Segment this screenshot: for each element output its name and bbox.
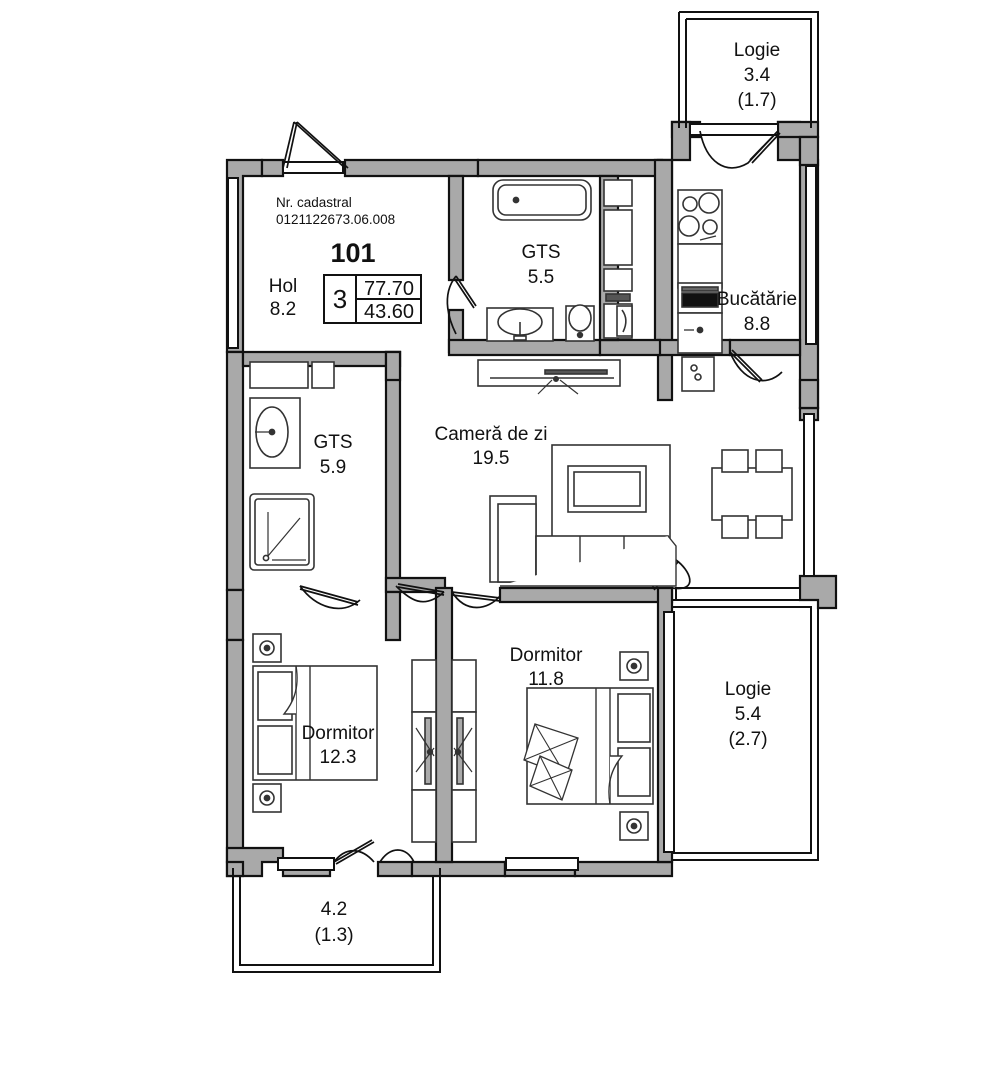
wardrobe1-icon [411,659,437,843]
room-label-gts-bath2: GTS [313,432,352,453]
balcony-coef-logie-right: (2.7) [728,729,767,750]
kitchen-sink-icon [677,312,723,354]
apartment-number: 101 [330,238,375,268]
kitchen-counter-icon [677,243,723,289]
room-label-gts-bath1: GTS [521,242,560,263]
balcony-area-bottom: 4.2 [321,899,347,920]
cooktop-icon [677,189,723,245]
balcony-area-logie-right: 5.4 [735,704,762,725]
furniture-fixtures [249,179,793,843]
apartment-info-box [323,274,422,324]
room-area-dormitor2: 11.8 [528,669,564,690]
room-area-dormitor1: 12.3 [320,747,357,768]
bed2-icon [523,687,654,805]
bathtub-icon [492,179,592,221]
balcony-area-logie-top: 3.4 [744,65,771,86]
balcony-label-logie-right: Logie [725,679,772,700]
bed1-icon [252,665,378,781]
cadastral-label: Nr. cadastral [276,195,352,210]
tv-unit-icon [551,444,671,546]
dining-table-icon [711,449,793,539]
wardrobe2-icon [451,659,477,843]
windows [227,123,817,871]
door-swings [282,121,783,865]
room-label-hol: Hol [269,276,298,297]
room-label-bucatarie: Bucătărie [717,289,797,310]
dishwasher-icon [681,356,715,392]
washbasin-icon [486,307,554,342]
toilet-icon [565,304,595,342]
area-living: 43.60 [364,301,414,323]
room-label-camera-zi: Cameră de zi [435,424,548,445]
washbasin2-icon [249,397,301,469]
room-area-gts-bath1: 5.5 [528,267,554,288]
shower-tray-icon [249,493,315,571]
room-area-hol: 8.2 [270,299,296,320]
room-area-bucatarie: 8.8 [744,314,770,335]
nightstand-lamp1-icon [252,633,282,813]
room-label-dormitor1: Dormitor [302,723,376,744]
balcony-coef-bottom: (1.3) [314,925,353,946]
cadastral-number: 0121122673.06.008 [276,212,395,227]
room-area-camera-zi: 19.5 [473,448,510,469]
oven-icon [677,282,723,314]
area-total: 77.70 [364,278,414,300]
hall-wardrobe-icon [477,359,621,395]
sofa-icon [489,495,677,587]
room-area-gts-bath2: 5.9 [320,457,346,478]
hall-closet-icon [249,361,335,389]
balcony-label-logie-top: Logie [734,40,781,61]
rooms-count: 3 [333,284,347,314]
wall-structure [225,120,838,878]
nightstand-lamp2-icon [619,651,649,841]
balcony-coef-logie-top: (1.7) [737,90,776,111]
plan-labels: Nr. cadastral 0121122673.06.008 101 3 77… [269,40,797,946]
utility-shafts-icon [603,179,633,339]
room-label-dormitor2: Dormitor [510,645,584,666]
